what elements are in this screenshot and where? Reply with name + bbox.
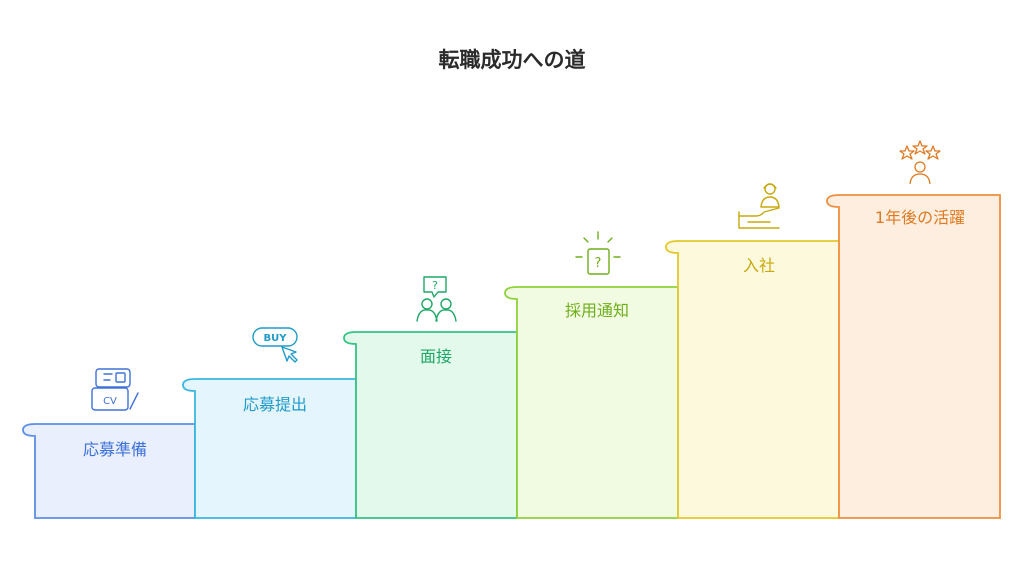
step-3-label: 面接 (420, 347, 452, 366)
question-icon-text: ? (595, 256, 602, 271)
step-1-block (22, 423, 196, 519)
interview-icon-text: ? (432, 279, 438, 292)
step-4-label: 採用通知 (565, 301, 629, 320)
buy-cursor-icon (252, 327, 298, 363)
cv-document-icon (91, 368, 139, 411)
step-6: 1年後の活躍 (826, 140, 1001, 519)
step-6-label: 1年後の活躍 (875, 208, 965, 227)
cv-icon-text: CV (103, 396, 117, 407)
welcome-person-icon (738, 183, 780, 229)
step-2-label: 応募提出 (243, 395, 307, 414)
buy-icon-text: BUY (264, 333, 288, 344)
interview-people-icon (416, 276, 457, 322)
star-achiever-icon (899, 140, 941, 185)
step-1-label: 応募準備 (83, 440, 147, 459)
step-2: 応募提出 BUY (182, 327, 357, 519)
diagram-title: 転職成功への道 (438, 48, 586, 72)
question-card-icon (575, 231, 621, 275)
step-5: 入社 (665, 183, 840, 519)
step-4: 採用通知 ? (504, 231, 679, 519)
step-6-block (826, 194, 1001, 519)
step-3: 面接 ? (343, 276, 518, 519)
step-2-block (182, 378, 357, 519)
step-3-block (343, 331, 518, 519)
step-5-label: 入社 (743, 256, 775, 275)
step-5-block (665, 240, 840, 519)
step-4-block (504, 286, 679, 519)
step-1: 応募準備 CV (22, 368, 196, 519)
